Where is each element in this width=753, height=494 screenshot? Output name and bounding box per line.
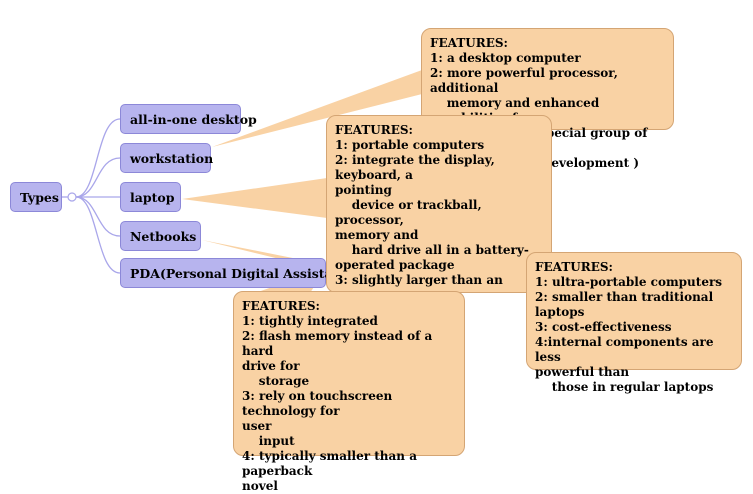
callout-line: pointing [335, 183, 392, 197]
callout-line: 4: typically smaller than a paperback [242, 449, 422, 478]
callout-line: drive for [242, 359, 300, 373]
callout-line: device or trackball, processor, [335, 198, 486, 227]
callout-line: those in regular laptops [535, 380, 714, 394]
callout-title: FEATURES: [535, 260, 613, 274]
callout-title: FEATURES: [430, 36, 508, 50]
root-junction [67, 192, 77, 202]
connector-workstation [75, 157, 121, 198]
callout-line: 2: more powerful processor, additional [430, 66, 623, 95]
callout-line: 2: smaller than traditional laptops [535, 290, 718, 319]
callout-line: storage [242, 374, 310, 388]
callout-line: hard drive all in a battery- [335, 243, 529, 257]
workstation-callout-pointer [212, 70, 430, 147]
root-node-label: Types [20, 189, 59, 205]
connector-all-in-one-desktop [75, 118, 121, 198]
callout-line: user [242, 419, 272, 433]
branch-node-label: all-in-one desktop [130, 111, 257, 127]
callout-title: FEATURES: [335, 123, 413, 137]
netbooks-features-callout: FEATURES: 1: ultra-portable computers 2:… [526, 252, 742, 394]
callout-line: 3: cost-effectiveness [535, 320, 672, 334]
callout-line: 3: rely on touchscreen technology for [242, 389, 397, 418]
callout-line: powerful than [535, 365, 630, 379]
branch-node-label: PDA(Personal Digital Assistants) [130, 265, 361, 281]
pda-features-callout: FEATURES: 1: tightly integrated 2: flash… [233, 291, 465, 493]
laptop-callout-pointer [182, 178, 327, 218]
callout-line: memory and [335, 228, 419, 242]
callout-line: novel [242, 479, 278, 493]
branch-node-netbooks[interactable]: Netbooks [120, 221, 201, 251]
branch-node-label: workstation [130, 150, 214, 166]
callout-line: input [242, 434, 295, 448]
branch-node-label: Netbooks [130, 228, 197, 244]
connector-pda [75, 196, 121, 274]
laptop-features-callout: FEATURES: 1: portable computers 2: integ… [326, 115, 552, 332]
branch-node-label: laptop [130, 189, 175, 205]
callout-line: operated package [335, 258, 455, 272]
callout-line: 2: flash memory instead of a hard [242, 329, 437, 358]
callout-line: 1: portable computers [335, 138, 485, 152]
callout-title: FEATURES: [242, 299, 320, 313]
root-node-types[interactable]: Types [10, 182, 62, 212]
branch-node-workstation[interactable]: workstation [120, 143, 214, 173]
callout-line: 2: integrate the display, keyboard, a [335, 153, 499, 182]
branch-node-all-in-one-desktop[interactable]: all-in-one desktop [120, 104, 257, 134]
connector-netbooks [75, 196, 121, 237]
callout-line: 1: ultra-portable computers [535, 275, 723, 289]
branch-node-laptop[interactable]: laptop [120, 182, 181, 212]
callout-line: 4:internal components are less [535, 335, 718, 364]
callout-line: 1: a desktop computer [430, 51, 581, 65]
callout-line: 1: tightly integrated [242, 314, 378, 328]
branch-node-pda[interactable]: PDA(Personal Digital Assistants) [120, 258, 360, 288]
